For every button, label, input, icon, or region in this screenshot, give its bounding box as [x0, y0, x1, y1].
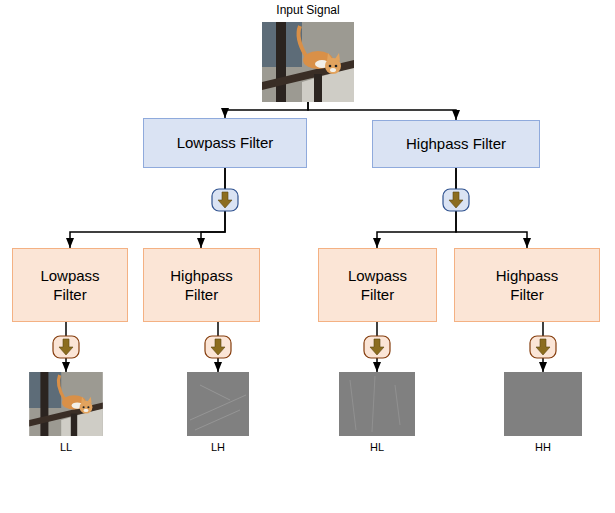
filter-box: Highpass Filter — [143, 248, 260, 322]
lh-image-edges — [190, 385, 246, 430]
signal-connector — [225, 102, 308, 118]
node-label: Input Signal — [276, 2, 339, 18]
hh-image — [504, 372, 582, 436]
node-label: Highpass Filter — [406, 135, 506, 153]
subband-image-node: HH — [504, 372, 582, 454]
filter-box: Highpass Filter — [372, 120, 540, 168]
node-label: Lowpass Filter — [177, 134, 274, 152]
node-label: LL — [60, 437, 72, 454]
node-label: HL — [370, 437, 384, 454]
signal-connector — [70, 168, 225, 248]
ll-image — [29, 372, 103, 436]
filter-box: Lowpass Filter — [143, 118, 307, 168]
filter-box: Lowpass Filter — [318, 248, 437, 322]
downsample-symbol — [205, 336, 231, 358]
downsample-symbol — [530, 336, 556, 358]
subband-image-node: LL — [24, 372, 108, 454]
node-label: Lowpass Filter — [30, 266, 110, 304]
hl-image — [339, 372, 415, 436]
input-image-node: Input Signal — [258, 2, 358, 102]
node-label: LH — [211, 437, 225, 454]
downsample-symbol — [212, 189, 238, 211]
filter-box: Highpass Filter — [454, 248, 600, 322]
subband-image-node: LH — [187, 372, 249, 454]
downsample-symbol — [443, 189, 469, 211]
hl-image-edges — [350, 376, 400, 432]
subband-image-node: HL — [339, 372, 415, 454]
lh-image — [187, 372, 249, 436]
input-image — [262, 22, 354, 102]
node-label: Highpass Filter — [162, 266, 242, 304]
filter-box: Lowpass Filter — [12, 248, 128, 322]
node-label: Highpass Filter — [487, 266, 567, 304]
lh-image-ground — [187, 372, 249, 436]
downsample-symbol — [364, 336, 390, 358]
signal-connector — [308, 102, 456, 120]
node-label: HH — [535, 437, 551, 454]
hl-image-ground — [339, 372, 415, 436]
node-label: Lowpass Filter — [338, 266, 418, 304]
downsample-symbol — [53, 336, 79, 358]
